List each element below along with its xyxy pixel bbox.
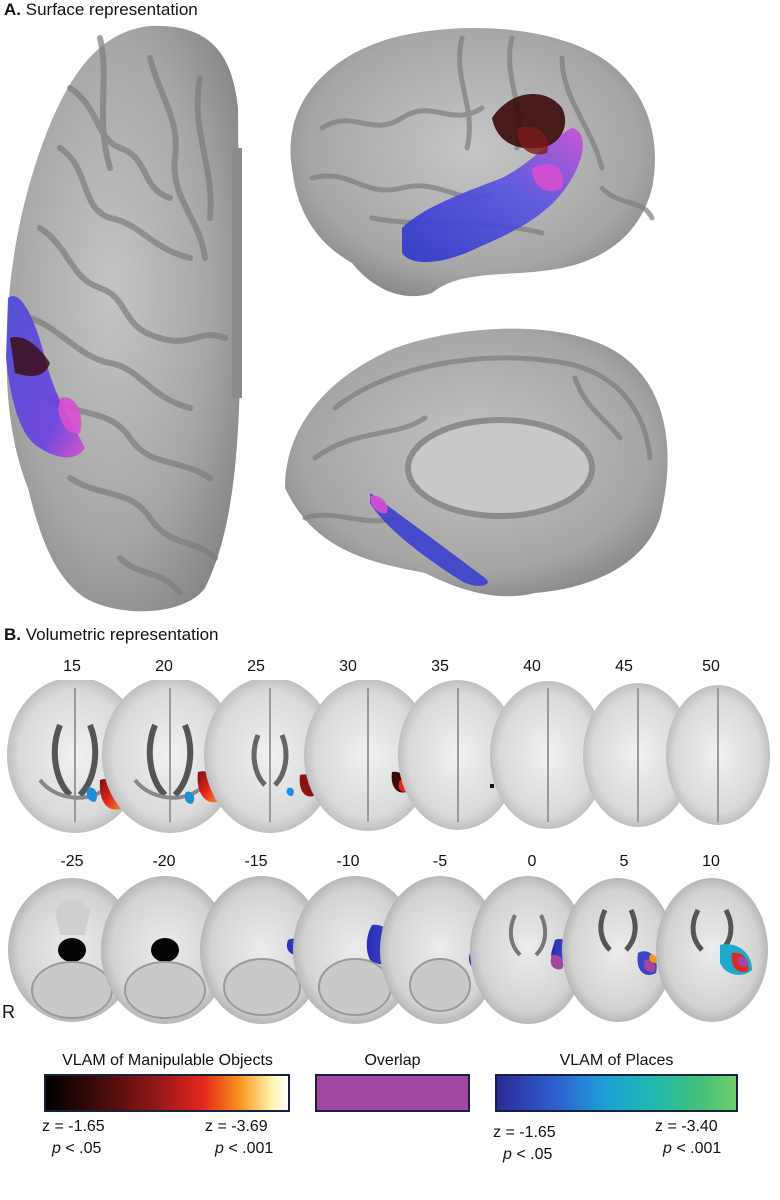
axial-slice — [200, 876, 324, 1024]
legend-places-p-min: p < .05 — [503, 1146, 553, 1163]
axial-slice — [666, 685, 770, 825]
slice-label: 40 — [523, 658, 541, 675]
slice-label: 50 — [702, 658, 720, 675]
legend-objects-p-min: p < .05 — [52, 1140, 102, 1157]
legend-objects-colorbar — [44, 1074, 290, 1112]
slice-label: 25 — [247, 658, 265, 675]
panel-a-title: Surface representation — [25, 0, 198, 19]
legend-objects-z-min: z = -1.65 — [42, 1118, 105, 1135]
axial-slice — [101, 876, 229, 1024]
axial-slices-row-2 — [8, 876, 768, 1024]
axial-slice — [490, 681, 606, 829]
slice-label: -10 — [336, 853, 360, 870]
legend-places-colorbar — [495, 1074, 738, 1112]
legend-places-title: VLAM of Places — [559, 1052, 674, 1069]
slice-label: 5 — [619, 853, 629, 870]
axial-slice — [583, 683, 693, 827]
slice-label: 15 — [63, 658, 81, 675]
axial-slice — [8, 878, 136, 1022]
axial-slice — [656, 878, 768, 1022]
slice-label: -20 — [152, 853, 176, 870]
slice-label: 35 — [431, 658, 449, 675]
legend-objects-p-max: p < .001 — [215, 1140, 274, 1157]
axial-slice — [204, 680, 336, 833]
panel-a-heading: A. Surface representation — [4, 0, 198, 20]
slice-label: 30 — [339, 658, 357, 675]
legend-places-p-max: p < .001 — [663, 1140, 722, 1157]
panel-b-title: Volumetric representation — [25, 625, 219, 644]
legend-objects-z-max: z = -3.69 — [205, 1118, 268, 1135]
axial-slices-row-1 — [7, 680, 770, 833]
lateral-brain-surface — [290, 27, 655, 297]
legend-overlap-swatch — [315, 1074, 470, 1112]
axial-slice — [398, 680, 518, 830]
slice-label: -15 — [244, 853, 268, 870]
panel-a-label: A. — [4, 0, 21, 19]
panel-b-heading: B. Volumetric representation — [4, 625, 219, 645]
slice-label: 10 — [702, 853, 720, 870]
slice-label: 20 — [155, 658, 173, 675]
slice-label: 45 — [615, 658, 633, 675]
legend-overlap-title: Overlap — [364, 1052, 421, 1069]
slice-label: -25 — [60, 853, 84, 870]
orientation-label: R — [2, 1002, 15, 1022]
legend-places-z-min: z = -1.65 — [493, 1124, 556, 1141]
axial-slice — [562, 878, 674, 1022]
legend-objects-title: VLAM of Manipulable Objects — [62, 1052, 273, 1069]
dorsal-brain-surface — [6, 25, 242, 612]
panel-b-label: B. — [4, 625, 21, 644]
legend-places-z-max: z = -3.40 — [655, 1118, 718, 1135]
slice-label: 0 — [527, 853, 537, 870]
axial-slice — [102, 680, 238, 833]
axial-slice — [380, 876, 500, 1024]
axial-slice — [7, 680, 143, 833]
slice-label: -5 — [432, 853, 448, 870]
medial-brain-surface — [285, 328, 668, 597]
